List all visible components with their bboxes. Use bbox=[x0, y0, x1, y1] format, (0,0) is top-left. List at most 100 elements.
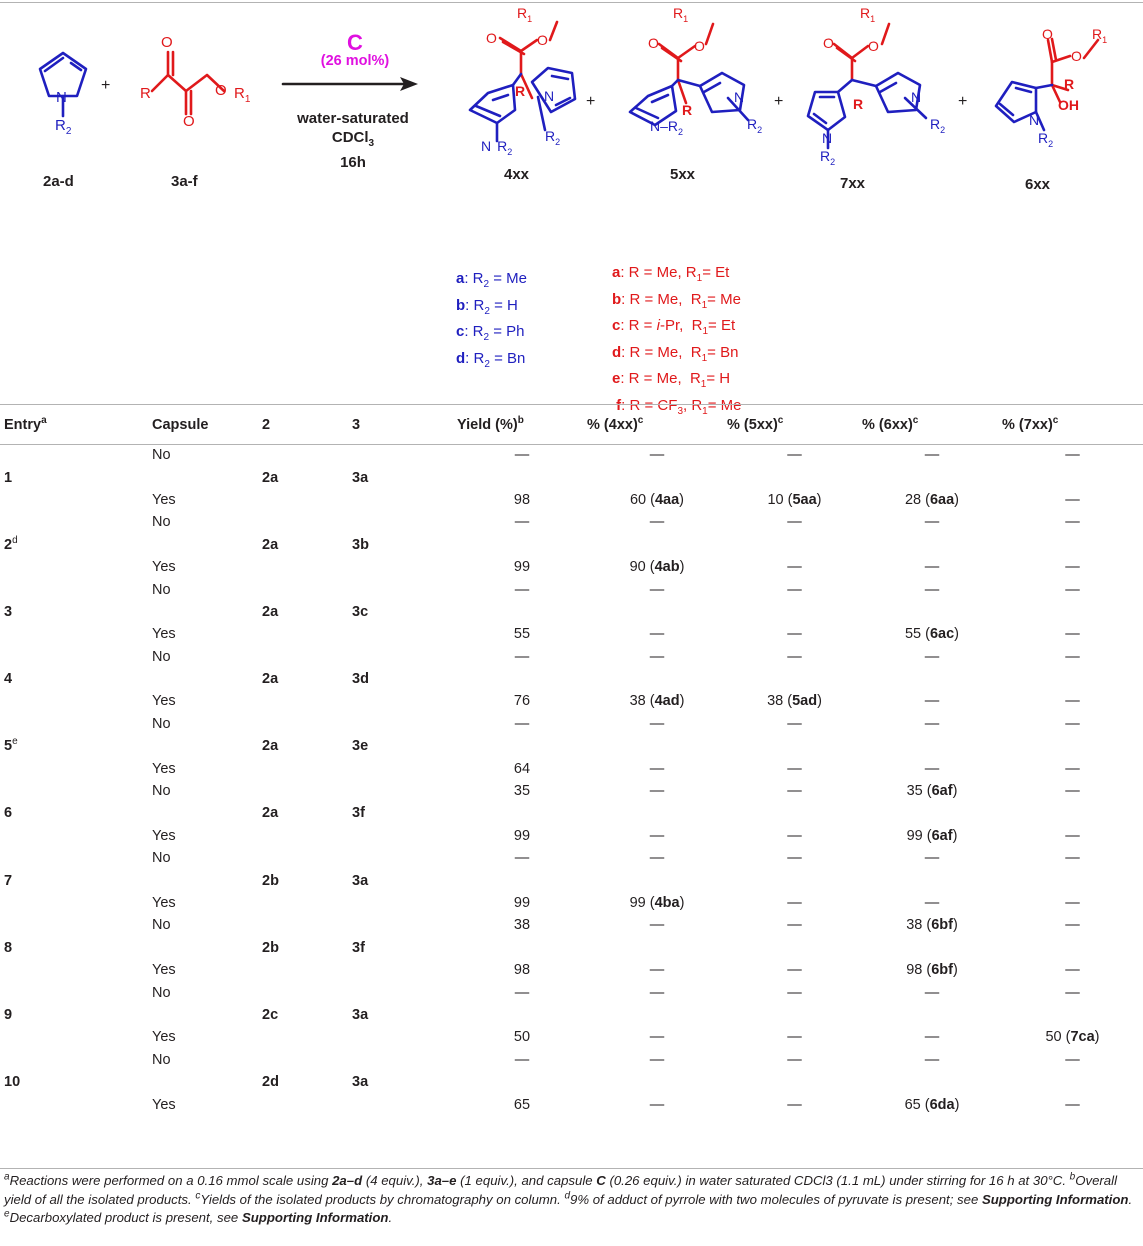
product-7xx-label: 7xx bbox=[840, 175, 866, 192]
product-6xx-structure bbox=[994, 37, 1100, 132]
percent-4xx-cell: — bbox=[649, 1096, 665, 1113]
atom-R: R bbox=[682, 102, 693, 118]
entry-cell bbox=[0, 646, 152, 668]
reagent-3-cell bbox=[352, 578, 457, 600]
yield-cell: — bbox=[514, 1051, 530, 1068]
empty-cell bbox=[727, 534, 862, 556]
capsule-cell: Yes bbox=[152, 895, 176, 911]
percent-5xx-cell: — bbox=[787, 895, 802, 911]
percent-7xx-cell: — bbox=[1065, 962, 1080, 979]
percent-5xx-cell: — bbox=[787, 850, 802, 867]
atom-O: O bbox=[537, 32, 548, 48]
atom-R2: R2 bbox=[545, 128, 561, 147]
atom-R: R bbox=[515, 83, 526, 99]
reagent-3-cell bbox=[352, 914, 457, 936]
condition-solvent: CDCl3 bbox=[331, 129, 375, 149]
table-row: No————— bbox=[0, 646, 1143, 668]
capsule-cell bbox=[152, 1004, 262, 1026]
pyruvate-legend: a: R = Me, R1= Et b: R = Me, R1= Me c: R… bbox=[612, 263, 742, 422]
empty-cell bbox=[1002, 869, 1143, 891]
entry-cell bbox=[0, 914, 152, 936]
capsule-cell: Yes bbox=[152, 962, 176, 979]
percent-5xx-cell: 10 (5aa) bbox=[767, 491, 822, 508]
percent-4xx-cell: — bbox=[649, 850, 665, 867]
reagent-2-cell: 2c bbox=[262, 1006, 279, 1023]
reagent-3-cell bbox=[352, 556, 457, 578]
percent-4xx-cell: 90 (4ab) bbox=[629, 559, 685, 576]
atom-O-ether: O bbox=[215, 82, 227, 99]
capsule-cell: Yes bbox=[152, 491, 176, 508]
percent-5xx-cell: — bbox=[787, 917, 802, 934]
reagent-3-cell: 3b bbox=[352, 536, 369, 553]
reagent-3-cell bbox=[352, 646, 457, 668]
percent-4xx-cell: — bbox=[649, 917, 665, 934]
empty-cell bbox=[862, 937, 1002, 959]
header-bottom-rule bbox=[0, 444, 1143, 445]
reagent-3-cell bbox=[352, 1049, 457, 1071]
empty-cell bbox=[587, 466, 727, 488]
product-7xx-structure bbox=[806, 22, 928, 150]
percent-7xx-cell: — bbox=[1065, 648, 1080, 665]
product-4xx-structure bbox=[468, 20, 577, 143]
reagent-3-cell: 3a bbox=[352, 1006, 369, 1023]
capsule-cell: No bbox=[152, 581, 171, 598]
entry-cell bbox=[0, 892, 152, 914]
percent-7xx-cell: — bbox=[1065, 693, 1080, 710]
yield-cell: — bbox=[514, 984, 530, 1001]
percent-4xx-cell: — bbox=[649, 715, 665, 732]
percent-4xx-cell: — bbox=[649, 648, 665, 665]
reagent-2-cell bbox=[262, 780, 352, 802]
atom-R2: R2 bbox=[747, 116, 763, 135]
capsule-cell bbox=[152, 466, 262, 488]
reagent-3-cell bbox=[352, 847, 457, 869]
empty-cell bbox=[862, 802, 1002, 824]
compound-ref: (4ad) bbox=[645, 693, 685, 710]
capsule-cell: No bbox=[152, 984, 171, 1001]
atom-R2: R2 bbox=[1038, 130, 1054, 149]
yield-cell: 99 bbox=[513, 827, 531, 844]
percent-6xx-cell: 65 (6da) bbox=[904, 1096, 960, 1113]
percent-6xx-cell: — bbox=[924, 984, 940, 1001]
footnote-a: aReactions were performed on a 0.16 mmol… bbox=[4, 1171, 1066, 1188]
empty-cell bbox=[587, 534, 727, 556]
footnote-e: eDecarboxylated product is present, see … bbox=[4, 1208, 393, 1225]
reagent-3-cell bbox=[352, 757, 457, 779]
legend-item: f: R = CF3, R1= Me bbox=[616, 396, 742, 417]
empty-cell bbox=[457, 937, 587, 959]
entry-cell bbox=[0, 690, 152, 712]
percent-5xx-cell: — bbox=[787, 715, 802, 732]
percent-5xx-cell: 38 (5ad) bbox=[767, 693, 822, 710]
reagent-3-cell bbox=[352, 959, 457, 981]
catalyst-loading: (26 mol%) bbox=[320, 53, 390, 69]
capsule-cell: Yes bbox=[152, 559, 176, 576]
reagent-2-label: 2a-d bbox=[43, 173, 74, 190]
entry-cell bbox=[0, 1026, 152, 1048]
atom-R1: R1 bbox=[860, 5, 876, 24]
empty-cell bbox=[1002, 668, 1143, 690]
legend-item: d: R = Me, R1= Bn bbox=[612, 343, 739, 364]
entry-cell bbox=[0, 623, 152, 645]
empty-cell bbox=[862, 1004, 1002, 1026]
percent-7xx-cell: — bbox=[1065, 1096, 1080, 1113]
entry-cell bbox=[0, 825, 152, 847]
percent-4xx-cell: 99 (4ba) bbox=[629, 895, 685, 911]
yield-cell: 98 bbox=[513, 491, 531, 508]
product-6xx-label: 6xx bbox=[1025, 176, 1051, 193]
percent-5xx-cell: — bbox=[787, 827, 802, 844]
percent-5xx-cell: — bbox=[787, 559, 802, 576]
atom-O-keto: O bbox=[161, 34, 173, 51]
empty-cell bbox=[587, 802, 727, 824]
yield-cell: — bbox=[514, 447, 530, 464]
empty-cell bbox=[457, 601, 587, 623]
empty-cell bbox=[587, 937, 727, 959]
percent-7xx-cell: — bbox=[1065, 783, 1080, 800]
product-5xx-structure bbox=[628, 22, 750, 127]
empty-cell bbox=[587, 668, 727, 690]
condition-solvent-note: water-saturated bbox=[297, 110, 409, 127]
percent-6xx-cell: 28 (6aa) bbox=[904, 491, 960, 508]
empty-cell bbox=[457, 802, 587, 824]
